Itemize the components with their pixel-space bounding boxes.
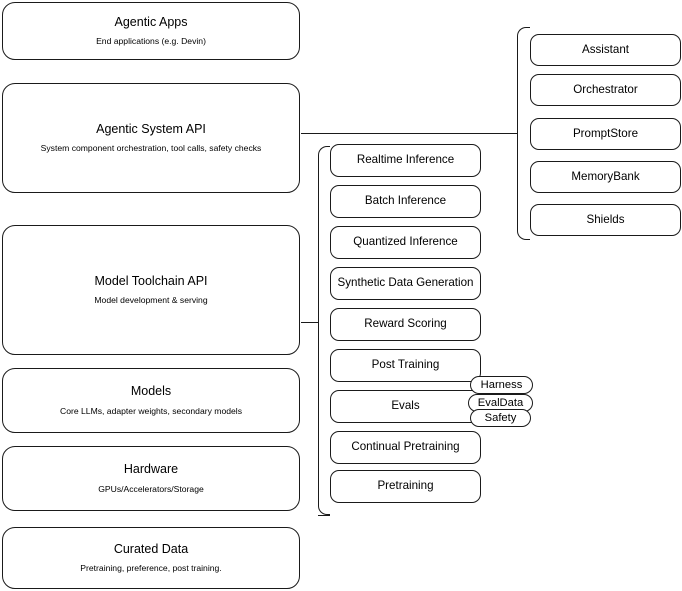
layer-box-agentic-apps[interactable]: Agentic Apps End applications (e.g. Devi… [2,2,300,60]
layer-title: Hardware [123,462,179,477]
component-box-orchestrator[interactable]: Orchestrator [530,74,681,106]
capability-box-reward-scoring[interactable]: Reward Scoring [330,308,481,341]
component-box-assistant[interactable]: Assistant [530,34,681,66]
layer-box-models[interactable]: Models Core LLMs, adapter weights, secon… [2,368,300,433]
eval-badge-label: Safety [484,412,517,424]
component-label: Shields [586,212,625,226]
layer-box-curated-data[interactable]: Curated Data Pretraining, preference, po… [2,527,300,589]
component-box-memorybank[interactable]: MemoryBank [530,161,681,193]
capability-box-synthetic-data-generation[interactable]: Synthetic Data Generation [330,267,481,300]
capability-label: Realtime Inference [356,153,455,167]
capability-label: Quantized Inference [353,235,458,249]
layer-title: Model Toolchain API [94,273,208,288]
capability-box-evals[interactable]: Evals [330,390,481,423]
component-label: PromptStore [572,126,639,140]
bracket-agentic-components [517,27,530,240]
capability-label: Continual Pretraining [351,440,460,454]
component-label: MemoryBank [571,169,640,183]
layer-title: Models [130,384,172,399]
eval-badge-safety[interactable]: Safety [470,409,531,427]
capability-label: Evals [391,399,420,413]
layer-subtitle: GPUs/Accelerators/Storage [98,483,204,494]
capability-label: Synthetic Data Generation [337,276,474,290]
layer-subtitle: Core LLMs, adapter weights, secondary mo… [60,405,242,416]
capability-box-continual-pretraining[interactable]: Continual Pretraining [330,431,481,464]
layer-subtitle: Pretraining, preference, post training. [80,563,222,574]
eval-badge-label: Harness [480,379,523,391]
bracket-toolchain-bottom-tail [318,515,330,516]
eval-badge-label: EvalData [477,397,524,409]
connector-agentic-system-to-components [301,133,517,134]
eval-badge-harness[interactable]: Harness [470,376,533,394]
bracket-toolchain-tip [301,322,319,323]
layer-title: Agentic Apps [114,14,188,29]
bracket-toolchain [318,146,330,515]
component-label: Orchestrator [573,82,638,96]
capability-label: Pretraining [377,479,434,493]
component-label: Assistant [581,42,630,56]
capability-box-pretraining[interactable]: Pretraining [330,470,481,503]
layer-subtitle: System component orchestration, tool cal… [40,143,262,154]
layer-title: Agentic System API [96,121,206,136]
capability-label: Batch Inference [364,194,447,208]
layer-title: Curated Data [113,541,189,556]
capability-label: Reward Scoring [364,317,447,331]
layer-box-model-toolchain-api[interactable]: Model Toolchain API Model development & … [2,225,300,355]
capability-box-realtime-inference[interactable]: Realtime Inference [330,144,481,177]
capability-box-batch-inference[interactable]: Batch Inference [330,185,481,218]
capability-box-post-training[interactable]: Post Training [330,349,481,382]
layer-subtitle: End applications (e.g. Devin) [96,36,206,47]
component-box-promptstore[interactable]: PromptStore [530,118,681,150]
layer-box-hardware[interactable]: Hardware GPUs/Accelerators/Storage [2,446,300,511]
capability-label: Post Training [371,358,440,372]
capability-box-quantized-inference[interactable]: Quantized Inference [330,226,481,259]
layer-box-agentic-system-api[interactable]: Agentic System API System component orch… [2,83,300,193]
layer-subtitle: Model development & serving [94,295,208,306]
component-box-shields[interactable]: Shields [530,204,681,236]
